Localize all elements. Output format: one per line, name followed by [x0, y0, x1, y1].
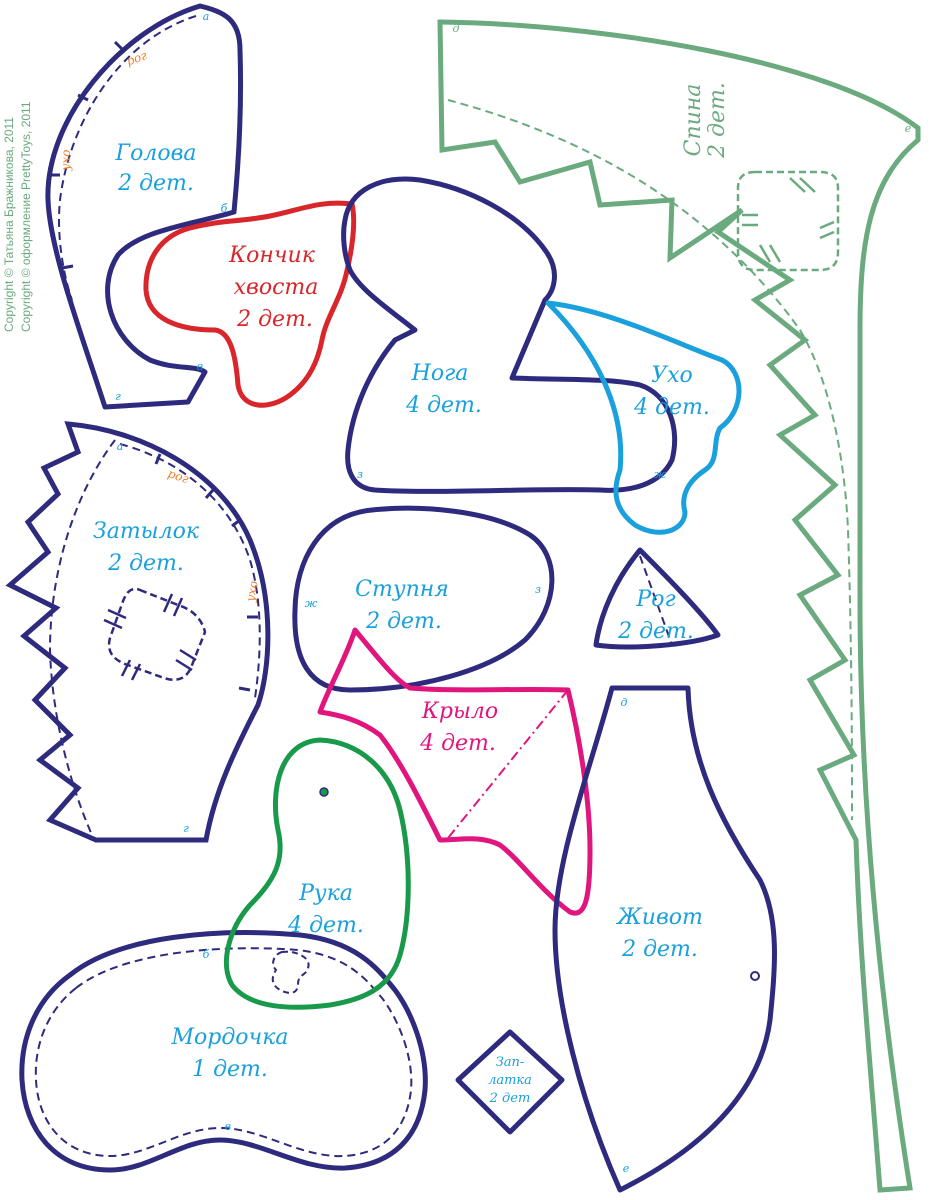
leg-outline	[341, 176, 678, 494]
back-outline	[437, 19, 921, 1193]
tail-tip-title: Кончик	[228, 243, 316, 268]
nape-seam-outer	[119, 443, 261, 699]
muzzle-seam-line	[34, 947, 413, 1158]
arm-outline	[223, 737, 411, 1010]
back-title: Спина	[681, 84, 706, 157]
piece-patch: Зап- латка 2 дет	[455, 1029, 565, 1135]
sole-outline	[292, 505, 555, 693]
horn-outline	[593, 547, 721, 650]
horn-count: 2 дет.	[617, 619, 694, 644]
ear-count: 4 дет.	[633, 395, 710, 420]
muzzle-mark-b: б	[203, 948, 210, 961]
belly-eye-mark	[750, 971, 760, 981]
ear-outline	[545, 300, 742, 535]
tail-tip-outline	[143, 200, 357, 408]
piece-ear: Ухо 4 дет. ж	[545, 300, 742, 535]
back-mark-e: е	[905, 122, 912, 135]
piece-tail-tip: Кончик хвоста 2 дет.	[143, 200, 357, 408]
copyright-line-2: Copyright © оформление PrettyToys, 2011	[19, 101, 33, 332]
belly-title: Живот	[615, 905, 703, 930]
head-notches	[50, 40, 127, 270]
belly-outline	[552, 685, 777, 1193]
sole-title: Ступня	[355, 577, 449, 602]
back-seam-line	[447, 99, 853, 821]
arm-mark-dot	[319, 787, 329, 797]
head-outline	[45, 3, 244, 410]
wing-title: Крыло	[421, 699, 498, 724]
wing-count: 4 дет.	[419, 731, 496, 756]
muzzle-mark-v: в	[225, 1120, 231, 1133]
head-mark-a: а	[203, 10, 210, 23]
piece-belly: Живот 2 дет. д е	[552, 685, 777, 1193]
head-count: 2 дет.	[117, 171, 194, 196]
piece-muzzle: Мордочка 1 дет. б в	[19, 930, 428, 1173]
head-title: Голова	[115, 141, 197, 166]
back-patch-outline	[736, 170, 840, 272]
nape-seam-inner	[48, 439, 116, 836]
nape-horn-note: рог	[166, 466, 190, 486]
piece-sole: Ступня 2 дет. ж з	[292, 505, 555, 693]
patch-count: 2 дет	[489, 1091, 531, 1106]
piece-nape: рог ухо Затылок 2 дет. а г	[5, 421, 271, 843]
copyright-line-1: Copyright © Татьяна Бражникова, 2011	[2, 117, 16, 332]
ear-mark-zh: ж	[654, 468, 667, 481]
wing-fold-line	[447, 689, 569, 839]
head-mark-b: б	[221, 202, 228, 215]
piece-arm: Рука 4 дет.	[223, 737, 411, 1010]
back-count: 2 дет.	[705, 82, 730, 159]
leg-title: Нога	[411, 361, 469, 386]
nape-patch-outline	[107, 587, 207, 682]
nape-outline	[5, 421, 271, 843]
copyright-block: Copyright © Татьяна Бражникова, 2011 Cop…	[2, 101, 33, 332]
arm-count: 4 дет.	[287, 913, 364, 938]
back-patch-ticks	[742, 177, 835, 263]
nape-count: 2 дет.	[107, 551, 184, 576]
piece-leg: Нога 4 дет. з	[341, 176, 678, 494]
tail-tip-count: 2 дет.	[236, 307, 313, 332]
sole-count: 2 дет.	[365, 609, 442, 634]
horn-center-line	[639, 555, 673, 646]
head-mark-g: г	[115, 390, 121, 403]
piece-back: Спина 2 дет. д е	[437, 19, 921, 1193]
nape-title: Затылок	[93, 519, 200, 544]
patch-title-1: Зап-	[496, 1055, 525, 1070]
sole-mark-zh: ж	[305, 597, 318, 610]
head-mark-v: в	[197, 360, 203, 373]
tail-tip-sub: хвоста	[234, 275, 319, 300]
piece-horn: Рог 2 дет.	[593, 547, 721, 650]
muzzle-count: 1 дет.	[192, 1057, 268, 1082]
nape-patch-ticks	[103, 593, 197, 681]
head-horn-note: рог	[124, 48, 149, 68]
sole-mark-z: з	[535, 583, 541, 596]
horn-title: Рог	[635, 587, 675, 612]
muzzle-outline	[19, 930, 428, 1173]
ear-title: Ухо	[651, 363, 693, 388]
arm-title: Рука	[298, 881, 353, 906]
muzzle-nostril-mark	[271, 950, 310, 994]
nape-mark-a: а	[117, 440, 124, 453]
muzzle-title: Мордочка	[171, 1025, 289, 1050]
patch-title-2: латка	[488, 1073, 532, 1088]
leg-mark-z: з	[357, 468, 363, 481]
back-mark-d: д	[453, 22, 460, 35]
patch-outline	[455, 1029, 565, 1135]
nape-ear-note: ухо	[243, 580, 261, 604]
head-ear-note: ухо	[59, 150, 73, 172]
leg-count: 4 дет.	[405, 393, 482, 418]
belly-count: 2 дет.	[621, 937, 698, 962]
belly-mark-e: е	[623, 1162, 630, 1175]
nape-mark-g: г	[183, 822, 189, 835]
nape-notches	[154, 453, 258, 692]
belly-mark-d: д	[621, 696, 628, 709]
piece-head: рог ухо Голова 2 дет. а б в г	[45, 3, 244, 410]
